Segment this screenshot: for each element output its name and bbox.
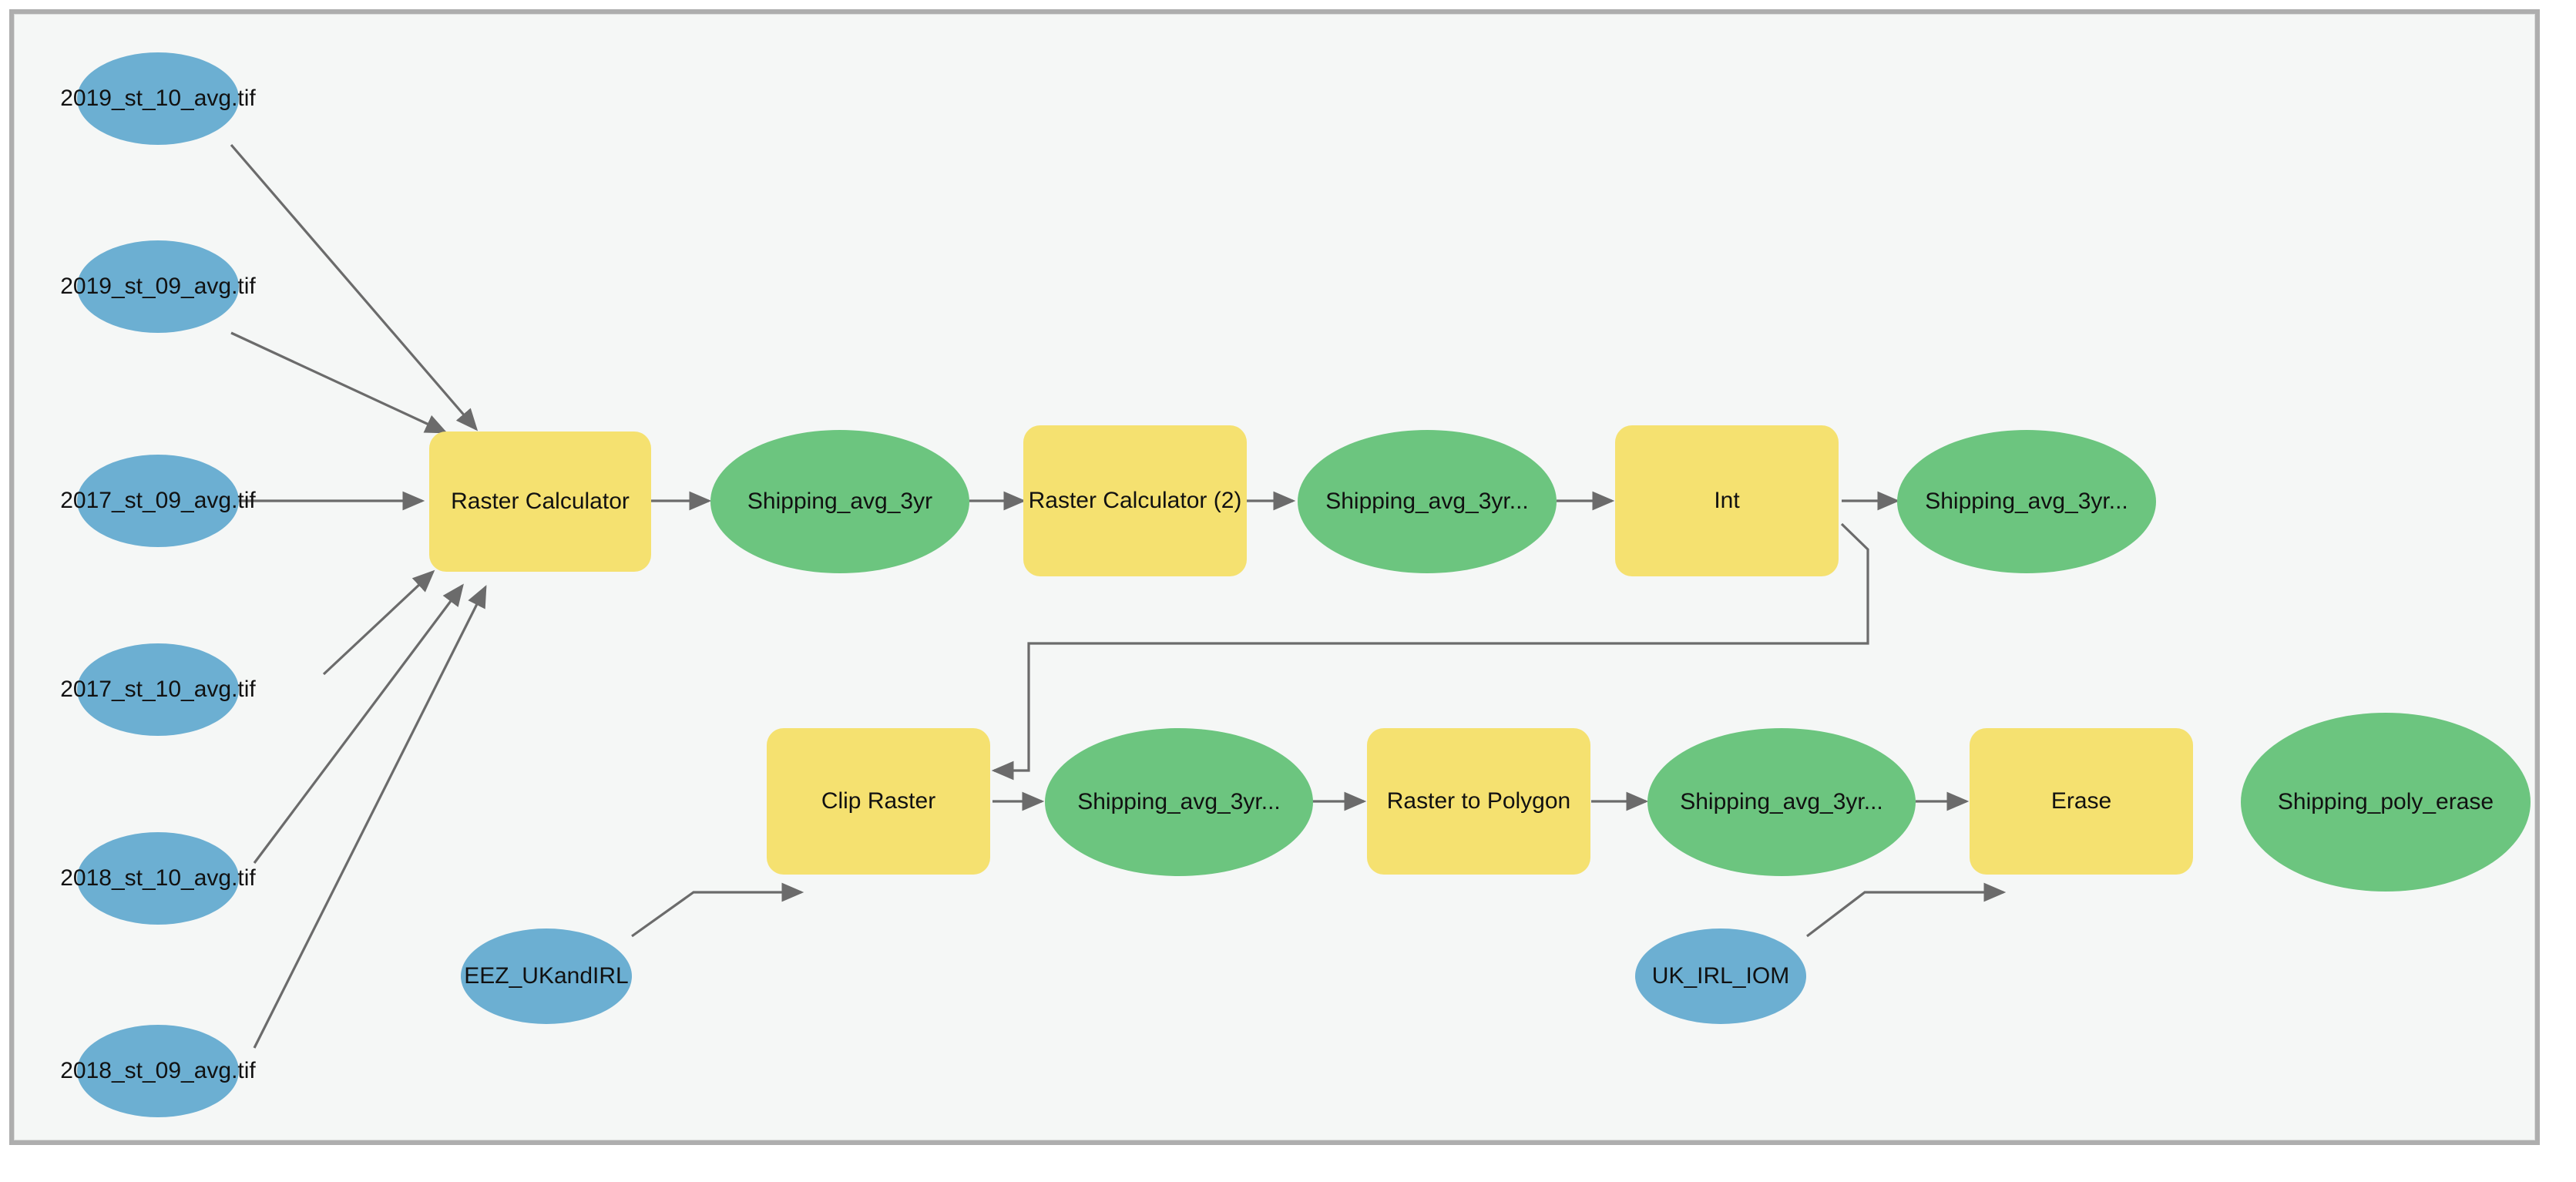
input-layer-2017-st-10[interactable]: 2017_st_10_avg.tif xyxy=(60,643,256,736)
model-canvas[interactable] xyxy=(14,14,2535,1140)
input-layer-label: 2018_st_09_avg.tif xyxy=(60,1057,256,1083)
tool-int[interactable]: Int xyxy=(1615,425,1839,576)
derived-data-shipping-avg-3yr-3[interactable]: Shipping_avg_3yr... xyxy=(1897,430,2156,573)
derived-data-shipping-poly-erase[interactable]: Shipping_poly_erase xyxy=(2241,713,2531,892)
input-layer-label: UK_IRL_IOM xyxy=(1651,962,1790,989)
tool-label: Raster to Polygon xyxy=(1386,787,1571,814)
tool-raster-calculator-2[interactable]: Raster Calculator (2) xyxy=(1023,425,1247,576)
input-layer-label: 2019_st_10_avg.tif xyxy=(60,85,256,111)
derived-data-label: Shipping_avg_3yr... xyxy=(1077,788,1281,814)
tool-raster-to-polygon[interactable]: Raster to Polygon xyxy=(1367,728,1590,875)
input-layer-uk-irl-iom[interactable]: UK_IRL_IOM xyxy=(1635,928,1806,1024)
tool-clip-raster[interactable]: Clip Raster xyxy=(767,728,990,875)
input-layer-2017-st-09[interactable]: 2017_st_09_avg.tif xyxy=(60,455,256,547)
derived-data-label: Shipping_poly_erase xyxy=(2277,788,2494,814)
derived-data-shipping-avg-3yr-4[interactable]: Shipping_avg_3yr... xyxy=(1045,728,1313,876)
input-layer-2018-st-10[interactable]: 2018_st_10_avg.tif xyxy=(60,832,256,925)
input-layer-label: EEZ_UKandIRL xyxy=(464,962,629,989)
tool-label: Raster Calculator xyxy=(451,488,630,514)
tool-label: Clip Raster xyxy=(821,787,936,814)
input-layer-2019-st-09[interactable]: 2019_st_09_avg.tif xyxy=(60,240,256,333)
derived-data-label: Shipping_avg_3yr... xyxy=(1680,788,1883,814)
input-layer-label: 2019_st_09_avg.tif xyxy=(60,273,256,299)
derived-data-shipping-avg-3yr-2[interactable]: Shipping_avg_3yr... xyxy=(1298,430,1557,573)
input-layer-2018-st-09[interactable]: 2018_st_09_avg.tif xyxy=(60,1025,256,1117)
input-layer-eez-ukandirl[interactable]: EEZ_UKandIRL xyxy=(461,928,632,1024)
input-layer-2019-st-10[interactable]: 2019_st_10_avg.tif xyxy=(60,52,256,145)
derived-data-label: Shipping_avg_3yr... xyxy=(1925,488,2128,514)
derived-data-label: Shipping_avg_3yr xyxy=(747,488,933,514)
tool-label: Int xyxy=(1714,487,1740,513)
input-layer-label: 2017_st_10_avg.tif xyxy=(60,676,256,702)
derived-data-label: Shipping_avg_3yr... xyxy=(1325,488,1529,514)
tool-erase[interactable]: Erase xyxy=(1970,728,2193,875)
input-layer-label: 2017_st_09_avg.tif xyxy=(60,487,256,513)
tool-label: Erase xyxy=(2050,787,2112,814)
derived-data-shipping-avg-3yr-5[interactable]: Shipping_avg_3yr... xyxy=(1647,728,1916,876)
derived-data-shipping-avg-3yr[interactable]: Shipping_avg_3yr xyxy=(710,430,969,573)
tool-raster-calculator[interactable]: Raster Calculator xyxy=(429,431,651,572)
tool-label: Raster Calculator (2) xyxy=(1028,487,1242,513)
input-layer-label: 2018_st_10_avg.tif xyxy=(60,865,256,891)
